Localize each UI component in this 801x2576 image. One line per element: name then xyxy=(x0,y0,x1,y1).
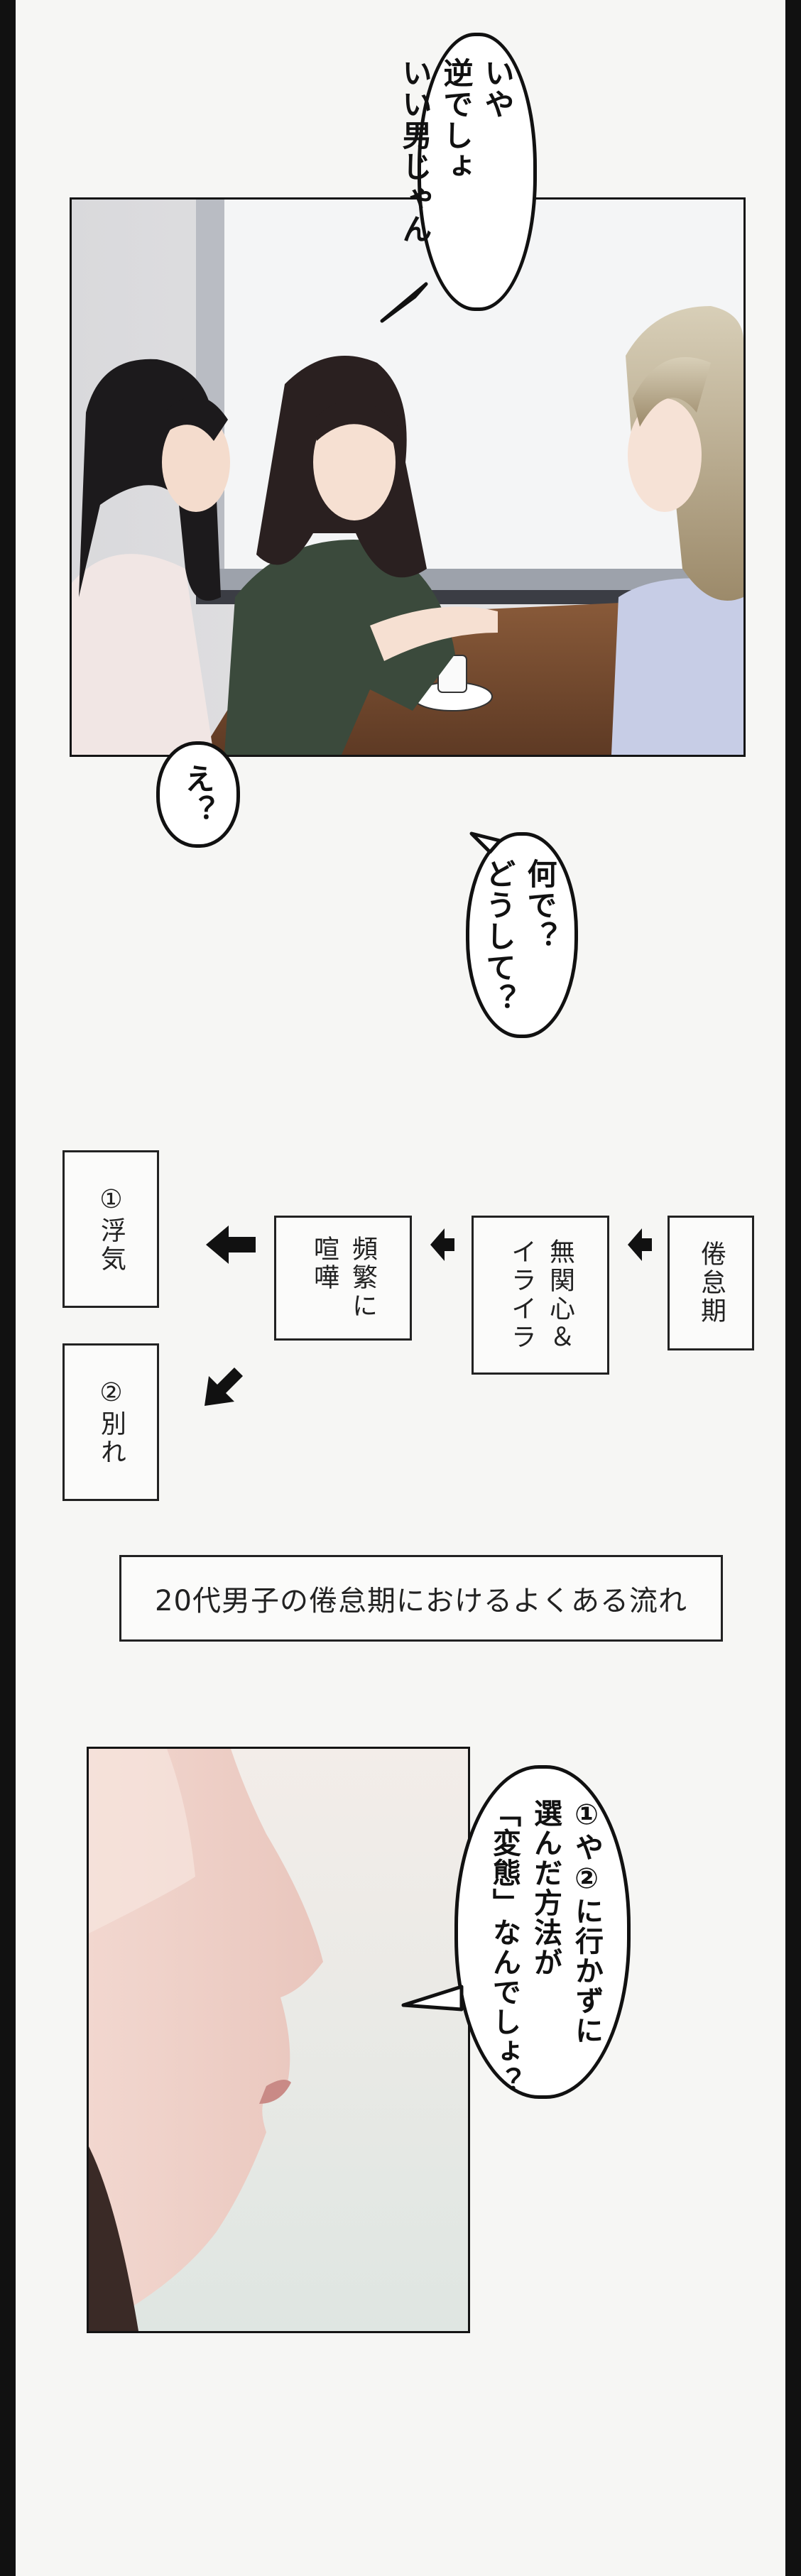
speech-bubble-eh: え？ xyxy=(156,741,240,848)
arrow-left-icon xyxy=(206,1226,256,1264)
speech-bubble-tail xyxy=(401,1985,464,2012)
flow-caption: 20代男子の倦怠期におけるよくある流れ xyxy=(119,1555,723,1642)
speech-text-why: 何で？ どうして？ xyxy=(481,858,557,1015)
speech-bubble-why: 何で？ どうして？ xyxy=(466,832,578,1038)
speech-bubble-pervert: ①や②に行かずに 選んだ方法が 「変態」なんでしょ？ xyxy=(454,1765,631,2099)
panel-face-closeup xyxy=(87,1747,470,2333)
arrow-down-left-icon xyxy=(205,1368,243,1406)
arrow-left-icon xyxy=(430,1228,454,1261)
face-closeup-illustration xyxy=(89,1749,468,2331)
comic-page: いや 逆でしょ いい男じゃん え？ 何で？ どうして？ 倦怠期 無関心＆ イライ… xyxy=(16,0,785,2576)
speech-text-pervert: ①や②に行かずに 選んだ方法が 「変態」なんでしょ？ xyxy=(488,1799,603,2097)
speech-text-top: いや 逆でしょ いい男じゃん xyxy=(398,58,515,245)
flow-box-breakup: ②別れ xyxy=(62,1343,159,1501)
speech-bubble-tail xyxy=(380,282,428,323)
flow-box-cheating: ①浮気 xyxy=(62,1150,159,1308)
flow-box-indifference: 無関心＆ イライラ xyxy=(472,1216,609,1375)
flow-box-boredom: 倦怠期 xyxy=(668,1216,754,1350)
speech-bubble-top: いや 逆でしょ いい男じゃん xyxy=(398,33,537,311)
arrow-left-icon xyxy=(628,1228,652,1261)
flow-box-fights: 頻繁に 喧嘩 xyxy=(274,1216,412,1341)
speech-text-eh: え？ xyxy=(180,763,215,826)
speech-bubble-tail xyxy=(469,831,502,854)
